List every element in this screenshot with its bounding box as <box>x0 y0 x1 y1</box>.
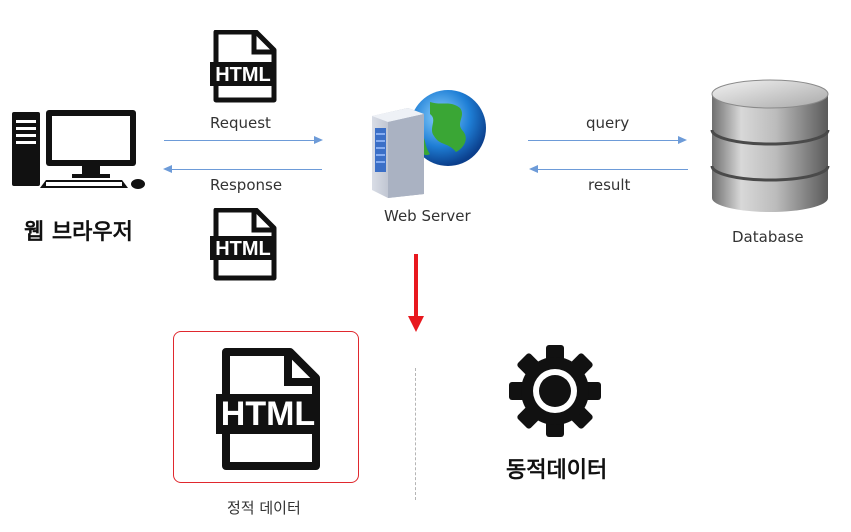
html-document-text: HTML <box>215 238 271 260</box>
html-document-text: HTML <box>221 395 315 433</box>
request-label: Request <box>210 114 271 132</box>
database-label: Database <box>732 228 804 246</box>
html-document-icon: HTML <box>210 208 277 281</box>
web-server-label: Web Server <box>384 207 471 225</box>
html-document-text: HTML <box>215 64 271 86</box>
response-arrowhead <box>163 165 172 173</box>
static-data-label: 정적 데이터 <box>227 499 301 517</box>
response-label: Response <box>210 176 283 194</box>
down-arrow-red <box>408 254 424 332</box>
result-arrow <box>538 169 688 170</box>
divider-dashed <box>415 368 416 500</box>
browser-label: 웹 브라우저 <box>24 220 133 245</box>
static-data-box <box>173 331 359 483</box>
query-arrowhead <box>678 136 687 144</box>
result-arrowhead <box>529 165 538 173</box>
html-document-icon: HTML <box>210 30 277 103</box>
computer-icon <box>12 110 145 189</box>
html-document-icon: HTML <box>216 348 320 470</box>
request-arrow <box>164 140 316 141</box>
query-arrow <box>528 140 680 141</box>
request-arrowhead <box>314 136 323 144</box>
result-label: result <box>588 176 631 194</box>
web-server-icon <box>372 90 486 198</box>
query-label: query <box>586 114 630 132</box>
dynamic-data-label: 동적데이터 <box>506 458 608 483</box>
gear-icon <box>509 345 601 437</box>
database-icon <box>710 79 830 212</box>
response-arrow <box>172 169 322 170</box>
